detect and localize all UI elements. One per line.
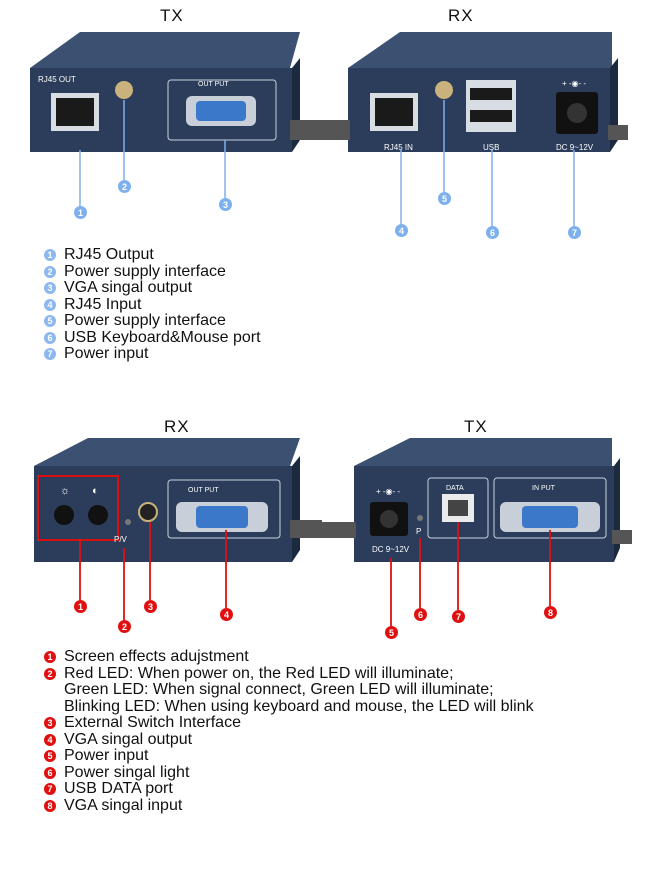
legend-item: 4 VGA singal output [44,730,534,749]
bottom-marker-3: 3 [144,600,157,613]
top-marker-4: 4 [395,224,408,237]
rx-usb-label: USB [483,143,499,152]
rx-dc-symbol: + -◉- - [562,79,586,88]
legend-number: 7 [44,348,56,361]
legend-number: 5 [44,315,56,328]
tx-dc-symbol: + -◉- - [376,487,400,496]
tx-p-label: P [416,527,421,536]
bottom-marker-5: 5 [385,626,398,639]
legend-text: RJ45 Input [64,295,142,313]
bottom-marker-1: 1 [74,600,87,613]
top-marker-7: 7 [568,226,581,239]
legend-text: RJ45 Output [64,246,154,263]
top-marker-5: 5 [438,192,451,205]
legend-item: 7 Power input [44,345,261,363]
bottom-leader-lines [79,522,551,626]
rx-dc-label: DC 9~12V [556,143,594,152]
legend-item: 1 Screen effects adujstment [44,648,534,666]
tx-input-label: IN PUT [532,485,556,492]
legend-number: 6 [44,331,56,344]
legend-item: 8 VGA singal input [44,796,534,815]
svg-text:◐: ◐ [92,485,99,497]
rx-rj45-label: RJ45 IN [384,143,413,152]
rx-output-label: OUT PUT [188,487,219,494]
top-marker-3: 3 [219,198,232,211]
legend-text: USB DATA port [64,780,173,797]
legend-text: Blinking LED: When using keyboard and mo… [64,697,534,715]
legend-item: 6 USB Keyboard&Mouse port [44,328,261,347]
bottom-rx-device: ☼ ◐ [34,438,322,562]
legend-text: External Switch Interface [64,714,241,731]
tx-dc-label: DC 9~12V [372,545,410,554]
top-tx-title: TX [160,6,184,25]
tx-data-label: DATA [446,485,464,492]
legend-text: Power supply interface [64,262,226,280]
legend-number: 1 [44,651,56,664]
legend-item: 4 RJ45 Input [44,295,261,314]
top-marker-1: 1 [74,206,87,219]
legend-text: VGA singal output [64,730,193,748]
top-rx-device [300,32,628,152]
legend-text: Green LED: When signal connect, Green LE… [64,681,494,698]
legend-number: 8 [44,799,56,812]
legend-item-continuation: Green LED: When signal connect, Green LE… [44,681,534,699]
legend-text: USB Keyboard&Mouse port [64,328,261,346]
legend-text: Power supply interface [64,312,226,329]
legend-number: 2 [44,265,56,278]
top-rx-title: RX [448,6,474,25]
bottom-tx-title: TX [464,417,488,436]
legend-item: 1 RJ45 Output [44,246,261,264]
svg-text:☼: ☼ [60,485,70,497]
top-devices-illustration: RJ45 OUT OUT PUT RJ45 IN USB DC 9~12V + … [30,32,628,226]
top-marker-2: 2 [118,180,131,193]
legend-item: 2 Red LED: When power on, the Red LED wil… [44,664,534,683]
bottom-marker-7: 7 [452,610,465,623]
legend-item: 7 USB DATA port [44,780,534,798]
legend-item-continuation: Blinking LED: When using keyboard and mo… [44,697,534,716]
top-marker-6: 6 [486,226,499,239]
legend-number: 3 [44,717,56,730]
bottom-marker-8: 8 [544,606,557,619]
legend-number: 2 [44,667,56,680]
legend-text: Power input [64,345,149,362]
legend-item: 6 Power singal light [44,763,534,782]
legend-number: 3 [44,282,56,295]
bottom-marker-6: 6 [414,608,427,621]
bottom-marker-2: 2 [118,620,131,633]
legend-number: 5 [44,750,56,763]
top-tx-device [30,32,320,152]
bottom-tx-device [300,438,632,562]
legend-text: VGA singal output [64,279,193,296]
legend-number: 7 [44,783,56,796]
top-leader-lines [79,100,575,226]
legend-text: VGA singal input [64,796,183,814]
legend-item: 5 Power supply interface [44,312,261,330]
bottom-devices-illustration: ☼ ◐ P/V OUT PUT DC 9~12V + -◉- - P DATA … [34,438,632,626]
legend-text: Power singal light [64,763,190,781]
tx-rj45-label: RJ45 OUT [38,75,76,84]
bottom-legend: 1 Screen effects adujstment 2 Red LED: Whe… [44,648,534,815]
legend-number: 4 [44,733,56,746]
legend-item: 3 VGA singal output [44,279,261,297]
legend-item: 5 Power input [44,747,534,765]
legend-item: 3 External Switch Interface [44,714,534,732]
legend-number: 4 [44,298,56,311]
rx-pv-label: P/V [114,535,128,544]
bottom-rx-title: RX [164,417,190,436]
legend-text: Screen effects adujstment [64,648,249,665]
legend-text: Power input [64,747,149,764]
bottom-marker-4: 4 [220,608,233,621]
legend-number: 6 [44,766,56,779]
legend-number: 1 [44,249,56,262]
tx-output-label: OUT PUT [198,81,229,88]
legend-text: Red LED: When power on, the Red LED will… [64,664,454,682]
legend-item: 2 Power supply interface [44,262,261,281]
